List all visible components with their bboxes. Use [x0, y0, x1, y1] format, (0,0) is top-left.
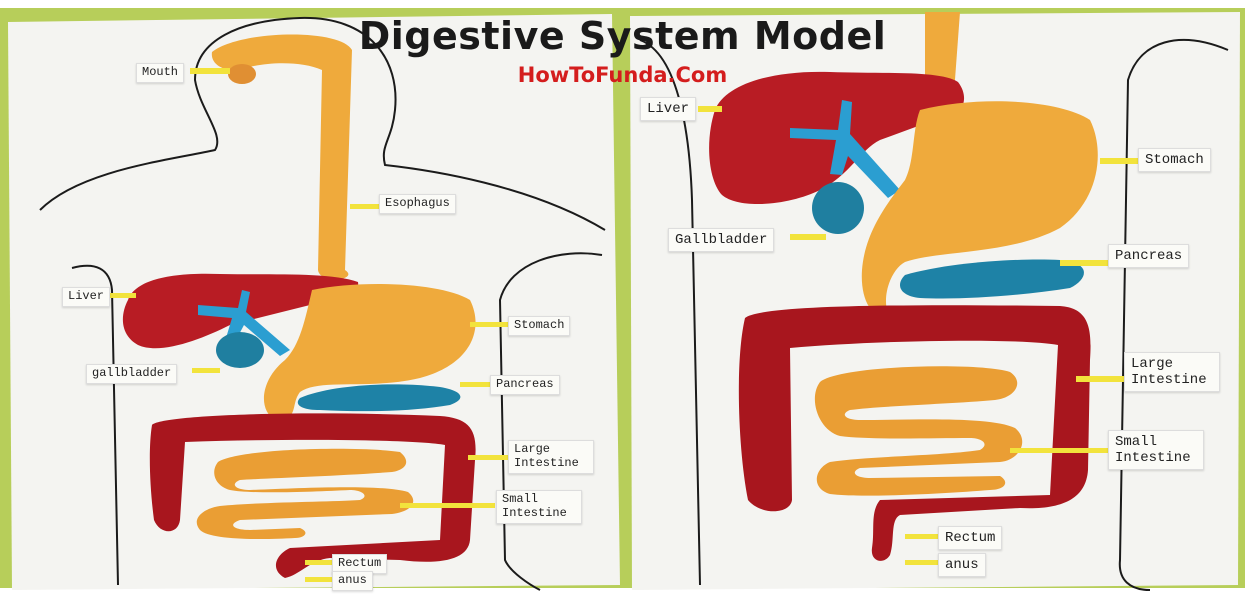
right-label-small-intestine: Small Intestine: [1108, 430, 1204, 470]
left-label-stomach: Stomach: [508, 316, 570, 336]
image-title: Digestive System Model: [0, 14, 1245, 58]
watermark-text: HowToFunda.Com: [0, 63, 1245, 87]
left-label-anus: anus: [332, 571, 373, 591]
left-label-gallbladder: gallbladder: [86, 364, 177, 384]
gallbladder-shape: [216, 332, 264, 368]
left-label-small-intestine: Small Intestine: [496, 490, 582, 524]
left-label-liver: Liver: [62, 287, 110, 307]
right-label-pancreas: Pancreas: [1108, 244, 1189, 268]
right-label-large-intestine: Large Intestine: [1124, 352, 1220, 392]
right-label-stomach: Stomach: [1138, 148, 1211, 172]
right-label-anus: anus: [938, 553, 986, 577]
left-label-pancreas: Pancreas: [490, 375, 560, 395]
left-label-mouth: Mouth: [136, 63, 184, 83]
left-label-large-intestine: Large Intestine: [508, 440, 594, 474]
left-label-esophagus: Esophagus: [379, 194, 456, 214]
right-label-gallbladder: Gallbladder: [668, 228, 774, 252]
right-label-rectum: Rectum: [938, 526, 1002, 550]
right-gallbladder-shape: [812, 182, 864, 234]
right-chart-paper: [630, 12, 1240, 590]
right-label-liver: Liver: [640, 97, 696, 121]
